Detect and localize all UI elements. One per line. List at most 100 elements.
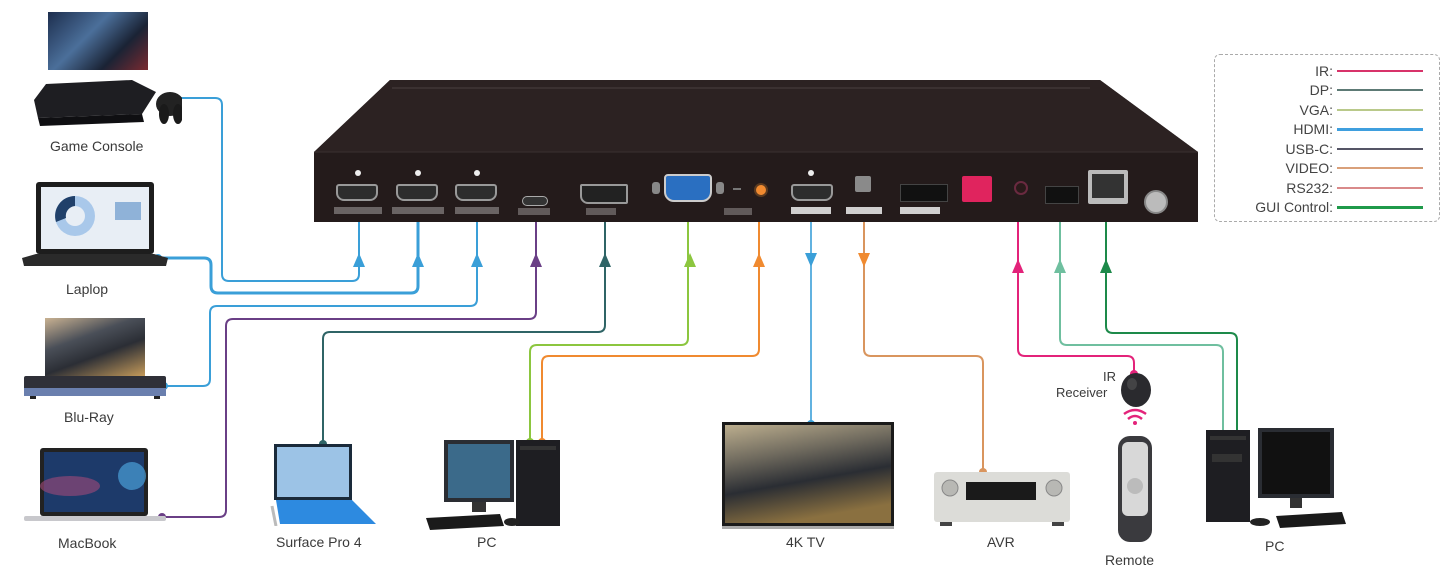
legend-swatch bbox=[1337, 167, 1423, 169]
terminal-block-audio bbox=[900, 184, 948, 202]
legend-label: DP: bbox=[1309, 82, 1333, 98]
hdmi-input-port-3 bbox=[455, 184, 497, 201]
arrow-rs232-icon bbox=[1054, 259, 1066, 273]
optical-audio-port bbox=[855, 176, 871, 192]
ir-jack bbox=[1014, 181, 1028, 195]
ir-receiver-label-1: IR bbox=[1103, 369, 1116, 384]
legend-item: VIDEO: bbox=[1286, 159, 1423, 178]
usb-c-port bbox=[522, 196, 548, 206]
led-hdmi-1 bbox=[355, 170, 361, 176]
dip-switch bbox=[962, 176, 992, 202]
bottom-label-pc-2: PC bbox=[1265, 538, 1285, 554]
vga-dash bbox=[733, 188, 741, 190]
legend-label: IR: bbox=[1315, 62, 1333, 79]
tablet-icon bbox=[270, 444, 376, 526]
led-hdmi-3 bbox=[474, 170, 480, 176]
macbook-icon bbox=[24, 448, 166, 521]
desktop-pc-left-icon bbox=[426, 440, 560, 530]
legend-item: IR: bbox=[1315, 61, 1423, 80]
legend-swatch bbox=[1337, 147, 1423, 150]
hdmi-input-port-2 bbox=[396, 184, 438, 201]
rs232-terminal bbox=[1045, 186, 1079, 204]
wire-optical-avr bbox=[863, 190, 984, 470]
wire-laptop-hdmi bbox=[158, 200, 420, 295]
port-label-usbc bbox=[518, 208, 550, 215]
port-label-terminal bbox=[900, 207, 940, 214]
legend-item: GUI Control: bbox=[1255, 198, 1423, 217]
vga-port bbox=[664, 174, 712, 202]
arrow-video-icon bbox=[753, 253, 765, 267]
cable-legend: IR: DP: VGA: HDMI: USB-C: VIDEO: RS232: GUI Con… bbox=[1214, 54, 1440, 222]
game-console-icon bbox=[34, 80, 182, 126]
arrow-hdmi-2-icon bbox=[412, 253, 424, 267]
ir-signal-icon bbox=[1123, 408, 1147, 425]
legend-label: HDMI: bbox=[1293, 121, 1333, 137]
port-label-hdmi-2 bbox=[392, 207, 444, 214]
blu-ray-screen-image bbox=[45, 318, 145, 376]
source-label-laptop: Laplop bbox=[66, 281, 109, 297]
legend-swatch bbox=[1337, 69, 1423, 72]
blu-ray-player-icon bbox=[24, 376, 166, 399]
arrow-hdmi-out-icon bbox=[805, 253, 817, 267]
lan-port bbox=[1088, 170, 1128, 204]
legend-item: VGA: bbox=[1300, 100, 1423, 119]
port-label-hdmi-out bbox=[791, 207, 831, 214]
arrow-hdmi-1-icon bbox=[353, 253, 365, 267]
ir-receiver-label-2: Receiver bbox=[1056, 385, 1108, 400]
wire-pc-vga bbox=[529, 200, 689, 442]
arrow-ir-icon bbox=[1012, 259, 1024, 273]
legend-item: HDMI: bbox=[1293, 120, 1423, 139]
audio-input-jack bbox=[754, 183, 768, 197]
bottom-label-avr: AVR bbox=[987, 534, 1015, 550]
av-receiver-icon bbox=[934, 472, 1070, 526]
legend-swatch bbox=[1337, 205, 1423, 209]
displayport-port bbox=[580, 184, 628, 204]
power-connector bbox=[1144, 190, 1168, 214]
bottom-label-pc-1: PC bbox=[477, 534, 497, 550]
game-console-screen-image bbox=[48, 12, 148, 70]
ir-receiver-icon bbox=[1121, 373, 1151, 407]
remote-control-icon bbox=[1118, 436, 1152, 542]
wire-blu-ray-hdmi bbox=[164, 200, 478, 387]
bottom-label-surface: Surface Pro 4 bbox=[276, 534, 362, 550]
arrow-optical-icon bbox=[858, 253, 870, 267]
legend-item: DP: bbox=[1310, 81, 1423, 100]
laptop-icon bbox=[22, 182, 168, 266]
legend-swatch bbox=[1337, 127, 1423, 131]
vga-screw-right bbox=[716, 182, 724, 194]
arrow-hdmi-3-icon bbox=[471, 253, 483, 267]
bottom-label-tv: 4K TV bbox=[786, 534, 825, 550]
legend-item: RS232: bbox=[1286, 178, 1423, 197]
legend-label: VIDEO: bbox=[1285, 160, 1333, 176]
arrow-vga-icon bbox=[684, 253, 696, 267]
wire-pc-video bbox=[541, 192, 760, 442]
legend-swatch bbox=[1337, 89, 1423, 91]
legend-label: VGA: bbox=[1299, 101, 1333, 118]
arrow-gui-icon bbox=[1100, 259, 1112, 273]
port-label-hdmi-3 bbox=[455, 207, 499, 214]
port-label-optical bbox=[846, 207, 882, 214]
port-label-hdmi-1 bbox=[334, 207, 382, 214]
wire-rs232 bbox=[1059, 195, 1224, 432]
legend-swatch bbox=[1337, 108, 1423, 111]
wire-ir bbox=[1017, 190, 1135, 372]
led-hdmi-out bbox=[808, 170, 814, 176]
port-label-audio-in bbox=[724, 208, 752, 215]
tv-stand bbox=[722, 526, 894, 529]
arrow-dp-icon bbox=[599, 253, 611, 267]
legend-label: USB-C: bbox=[1285, 140, 1333, 157]
source-label-game-console: Game Console bbox=[50, 138, 144, 154]
wire-macbook-usbc bbox=[162, 205, 537, 518]
desktop-pc-right-icon bbox=[1206, 428, 1346, 528]
vga-screw-left bbox=[652, 182, 660, 194]
led-hdmi-2 bbox=[415, 170, 421, 176]
hdmi-input-port-1 bbox=[336, 184, 378, 201]
wire-game-console-hdmi bbox=[168, 97, 360, 282]
legend-swatch bbox=[1337, 186, 1423, 189]
hdmi-output-port bbox=[791, 184, 833, 201]
legend-item: USB-C: bbox=[1286, 139, 1423, 158]
legend-label: GUI Control: bbox=[1255, 199, 1333, 215]
port-label-dp bbox=[586, 208, 616, 215]
tv-icon bbox=[722, 422, 894, 526]
